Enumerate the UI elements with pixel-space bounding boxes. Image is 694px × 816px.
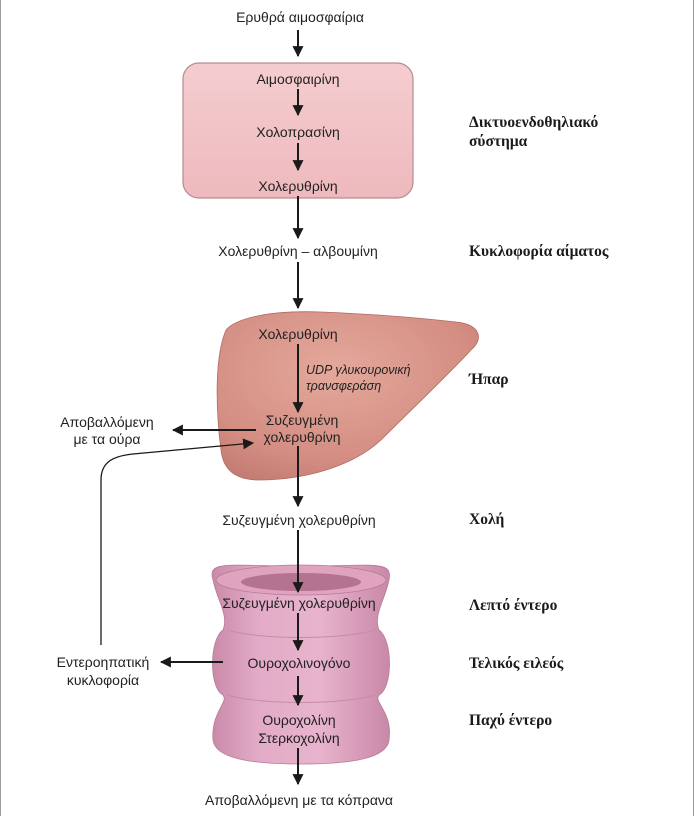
side-label-large-intestine: Παχύ έντερο bbox=[469, 712, 552, 729]
label-excreted-urine-line2: με τα ούρα bbox=[73, 431, 140, 447]
side-label-small-intestine: Λεπτό έντερο bbox=[469, 597, 558, 614]
side-label-blood-circulation: Κυκλοφορία αίματος bbox=[469, 243, 609, 260]
side-label-bile: Χολή bbox=[469, 511, 505, 528]
label-intestine-conjugated: Συζευγμένη χολερυθρίνη bbox=[222, 595, 375, 611]
label-hemoglobin: Αιμοσφαιρίνη bbox=[256, 71, 339, 87]
label-bile-conjugated: Συζευγμένη χολερυθρίνη bbox=[222, 512, 375, 528]
label-excreted-urine-line1: Αποβαλλόμενη bbox=[60, 414, 153, 430]
side-label-reticuloendothelial-line2: σύστημα bbox=[469, 133, 528, 150]
label-urobilin: Ουροχολίνη bbox=[262, 712, 335, 728]
label-stercobilin: Στερκοχολίνη bbox=[258, 730, 339, 746]
side-arrows bbox=[100, 424, 256, 668]
liver-shape bbox=[216, 311, 479, 481]
label-conjugated-line2: χολερυθρίνη bbox=[264, 429, 341, 445]
label-conjugated-line1: Συζευγμένη bbox=[266, 412, 338, 428]
label-liver-bilirubin: Χολερυθρίνη bbox=[258, 326, 337, 342]
label-bilirubin-box: Χολερυθρίνη bbox=[258, 178, 337, 194]
label-excreted-feces: Αποβαλλόμενη με τα κόπρανα bbox=[205, 792, 393, 808]
label-enterohepatic-line2: κυκλοφορία bbox=[67, 672, 139, 688]
side-label-terminal-ileum: Τελικός ειλεός bbox=[469, 655, 564, 672]
side-label-reticuloendothelial-line1: Δικτυοενδοθηλιακό bbox=[469, 114, 599, 131]
label-bilirubin-albumin: Χολερυθρίνη – αλβουμίνη bbox=[218, 243, 377, 259]
side-label-liver: Ήπαρ bbox=[468, 371, 509, 388]
label-biliverdin: Χολοπρασίνη bbox=[256, 124, 340, 140]
label-enzyme-line1: UDP γλυκουρονική bbox=[306, 363, 411, 377]
label-enzyme-line2: τρανσφεράση bbox=[306, 379, 381, 393]
label-urobilinogen: Ουροχολινογόνο bbox=[248, 655, 351, 671]
intestine-shape bbox=[211, 564, 390, 765]
label-erythrocytes: Ερυθρά αιμοσφαίρια bbox=[236, 9, 364, 25]
label-enterohepatic-line1: Εντεροηπατική bbox=[57, 654, 150, 670]
